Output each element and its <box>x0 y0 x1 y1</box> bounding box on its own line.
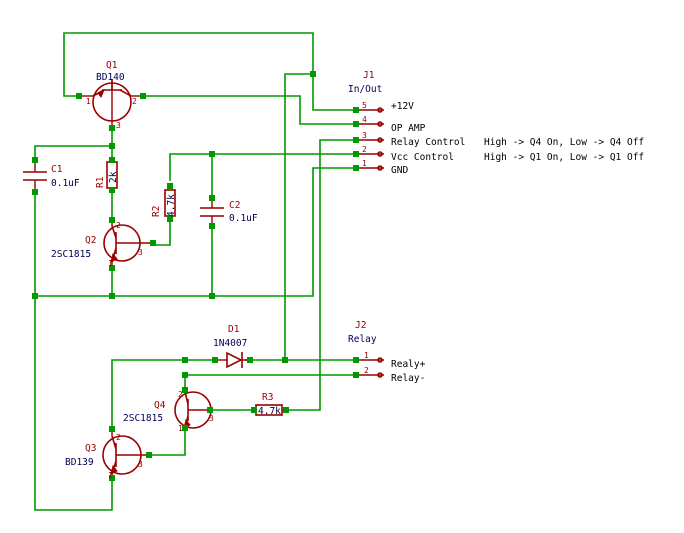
junction-dot <box>109 293 115 299</box>
q3-ref: Q3 <box>85 443 96 454</box>
junction-dot <box>32 293 38 299</box>
connector-j2: J2 Relay 1 Realy+ 2 Relay- <box>348 320 426 384</box>
q2-pin1-label: 1 <box>108 259 113 268</box>
q2-ref: Q2 <box>85 235 96 246</box>
resistor-r1: R1 2k <box>95 157 119 193</box>
q2-pin3-label: 3 <box>138 248 143 257</box>
r1-ref: R1 <box>95 176 106 188</box>
wire-c1-bottom <box>34 189 113 511</box>
capacitor-c1: C1 0.1uF <box>23 157 80 195</box>
j1-pin-label: GND <box>391 165 408 176</box>
j1-pin-3: 3 Relay Control <box>353 131 465 148</box>
wire-relay-control <box>284 139 357 411</box>
wire-q1-emitter-loop <box>63 32 357 111</box>
j2-pin-number: 2 <box>364 366 369 375</box>
note-relay-control: High -> Q4 On, Low -> Q4 Off <box>484 137 644 148</box>
junction-dot <box>109 143 115 149</box>
j1-pin-number: 4 <box>362 115 367 124</box>
j2-pin-label: Realy+ <box>391 359 426 370</box>
j1-pin-1: 1 GND <box>353 159 408 176</box>
junction-dot <box>182 372 188 378</box>
wire-relay-minus-q4 <box>184 374 357 391</box>
j1-pin-5: 5 +12V <box>353 101 414 113</box>
q3-pin1-label: 1 <box>108 471 113 480</box>
diode-d1: D1 1N4007 <box>212 324 253 369</box>
j1-value: In/Out <box>348 84 382 95</box>
r3-value: 4.7k <box>258 406 281 417</box>
j2-pin-1: 1 Realy+ <box>353 351 426 370</box>
wire-r2-q2base <box>151 217 171 246</box>
q1-pin2-label: 2 <box>132 97 137 106</box>
c1-ref: C1 <box>51 164 63 175</box>
d1-ref: D1 <box>228 324 240 335</box>
connector-j1: J1 In/Out 5 +12V 4 OP AMP 3 Relay Contro… <box>348 70 644 176</box>
q4-pin3-label: 3 <box>209 414 214 423</box>
junction-dot <box>182 357 188 363</box>
q3-value: BD139 <box>65 457 94 468</box>
note-vcc-control: High -> Q1 On, Low -> Q1 Off <box>484 152 644 163</box>
j1-pin-label: Relay Control <box>391 137 465 148</box>
wire-vcc-control <box>169 153 357 181</box>
d1-value: 1N4007 <box>213 338 247 349</box>
r2-ref: R2 <box>151 206 162 217</box>
j2-value: Relay <box>348 334 377 345</box>
junctions <box>32 71 316 378</box>
junction-dot <box>310 71 316 77</box>
wire-gnd-rail <box>34 167 357 297</box>
junction-dot <box>209 151 215 157</box>
transistor-q4: 2 1 3 Q4 2SC1815 <box>123 387 214 433</box>
c1-value: 0.1uF <box>51 178 80 189</box>
wire-q4-q3 <box>149 427 186 456</box>
transistor-q3: 2 1 3 Q3 BD139 <box>65 426 152 481</box>
q1-ref: Q1 <box>106 60 118 71</box>
wire-d1-relay-plus <box>111 359 357 429</box>
j2-ref: J2 <box>355 320 366 331</box>
j1-pin-number: 1 <box>362 159 367 168</box>
q1-value: BD140 <box>96 72 125 83</box>
j1-pin-number: 5 <box>362 101 367 110</box>
j2-pin-2: 2 Relay- <box>353 366 425 384</box>
q4-value: 2SC1815 <box>123 413 163 424</box>
j1-pin-label: Vcc Control <box>391 152 454 163</box>
wire-c1-top <box>34 145 113 161</box>
wire-q1-collector-opamp <box>142 95 357 125</box>
j1-pin-4: 4 OP AMP <box>353 115 426 134</box>
wires <box>34 32 357 511</box>
capacitor-c2: C2 0.1uF <box>200 195 258 229</box>
j2-pin-number: 1 <box>364 351 369 360</box>
j2-pin-label: Relay- <box>391 373 425 384</box>
transistor-q2: 2 1 3 Q2 2SC1815 <box>51 217 156 271</box>
j1-ref: J1 <box>363 70 375 81</box>
q4-pin2-label: 2 <box>178 390 183 399</box>
j1-pin-label: OP AMP <box>391 123 426 134</box>
q2-value: 2SC1815 <box>51 249 91 260</box>
q1-pin1-label: 1 <box>86 97 91 106</box>
j1-pin-number: 3 <box>362 131 367 140</box>
r1-value: 2k <box>108 171 119 183</box>
j1-pin-label: +12V <box>391 101 414 112</box>
resistor-r3: R3 4.7k <box>251 392 289 417</box>
wire-12v-to-relay <box>284 73 314 361</box>
resistor-r2: R2 4.7k <box>151 183 177 222</box>
q3-pin2-label: 2 <box>116 433 121 442</box>
junction-dot <box>282 357 288 363</box>
transistor-q1: 1 2 3 Q1 BD140 <box>76 60 146 131</box>
c2-value: 0.1uF <box>229 213 258 224</box>
junction-dot <box>209 293 215 299</box>
q1-pin3-label: 3 <box>116 121 121 130</box>
r3-ref: R3 <box>262 392 273 403</box>
q4-ref: Q4 <box>154 400 166 411</box>
c2-ref: C2 <box>229 200 240 211</box>
q3-pin3-label: 3 <box>138 460 143 469</box>
q4-pin1-label: 1 <box>178 424 183 433</box>
r2-value: 4.7k <box>166 194 177 217</box>
j1-pin-2: 2 Vcc Control <box>353 145 454 163</box>
j1-pin-number: 2 <box>362 145 367 154</box>
q2-pin2-label: 2 <box>116 221 121 230</box>
